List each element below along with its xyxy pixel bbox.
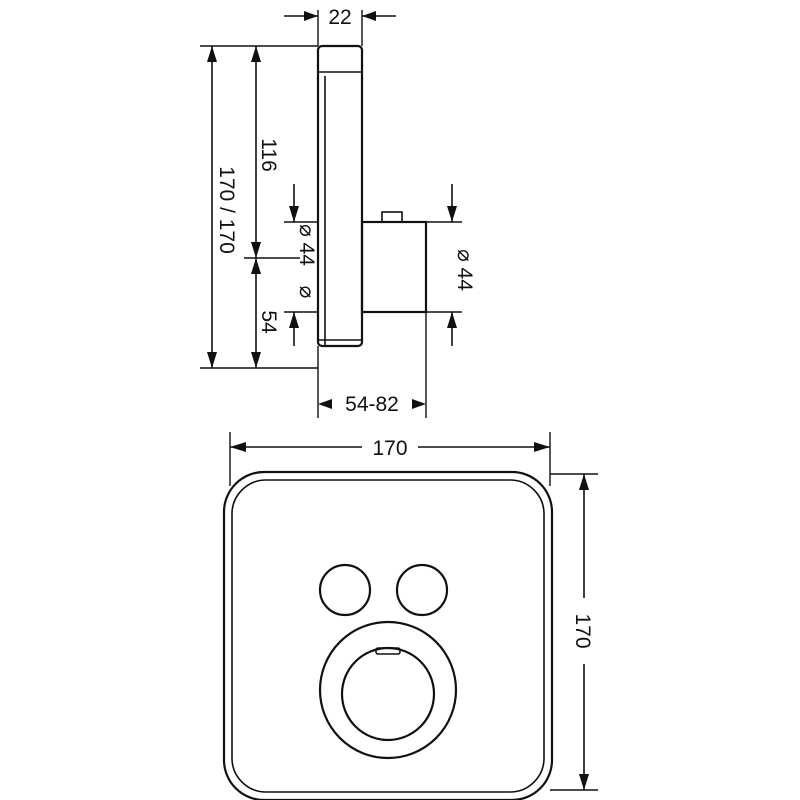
front-plate bbox=[222, 470, 554, 800]
side-valve-body bbox=[360, 220, 428, 314]
dim-outlet-diameter-lower: ⌀ bbox=[295, 286, 318, 299]
side-view: 22 170 / 170 116 54 ⌀ 44 ⌀ ⌀ 44 54-82 bbox=[200, 6, 476, 418]
dim-lower-height: 54 bbox=[257, 310, 280, 334]
front-view: 170 170 bbox=[222, 432, 598, 800]
dim-plate-depth: 22 bbox=[328, 6, 351, 29]
thermostat-knob-inner bbox=[340, 646, 436, 742]
dim-total-height: 170 / 170 bbox=[215, 166, 238, 254]
dim-upper-height: 116 bbox=[257, 138, 280, 171]
dim-front-width: 170 bbox=[372, 437, 407, 460]
dim-outlet-diameter: ⌀ 44 bbox=[295, 224, 318, 266]
thermostat-knob-marker bbox=[375, 647, 401, 655]
dim-body-diameter: ⌀ 44 bbox=[453, 249, 476, 291]
side-valve-lug bbox=[381, 211, 403, 223]
dim-install-depth: 54-82 bbox=[345, 393, 399, 416]
front-plate-inner-edge bbox=[231, 479, 545, 793]
dim-front-height: 170 bbox=[571, 613, 594, 648]
function-button-left bbox=[318, 563, 372, 617]
side-plate bbox=[316, 44, 364, 348]
function-button-right bbox=[395, 563, 449, 617]
thermostat-knob-outer bbox=[318, 620, 458, 760]
